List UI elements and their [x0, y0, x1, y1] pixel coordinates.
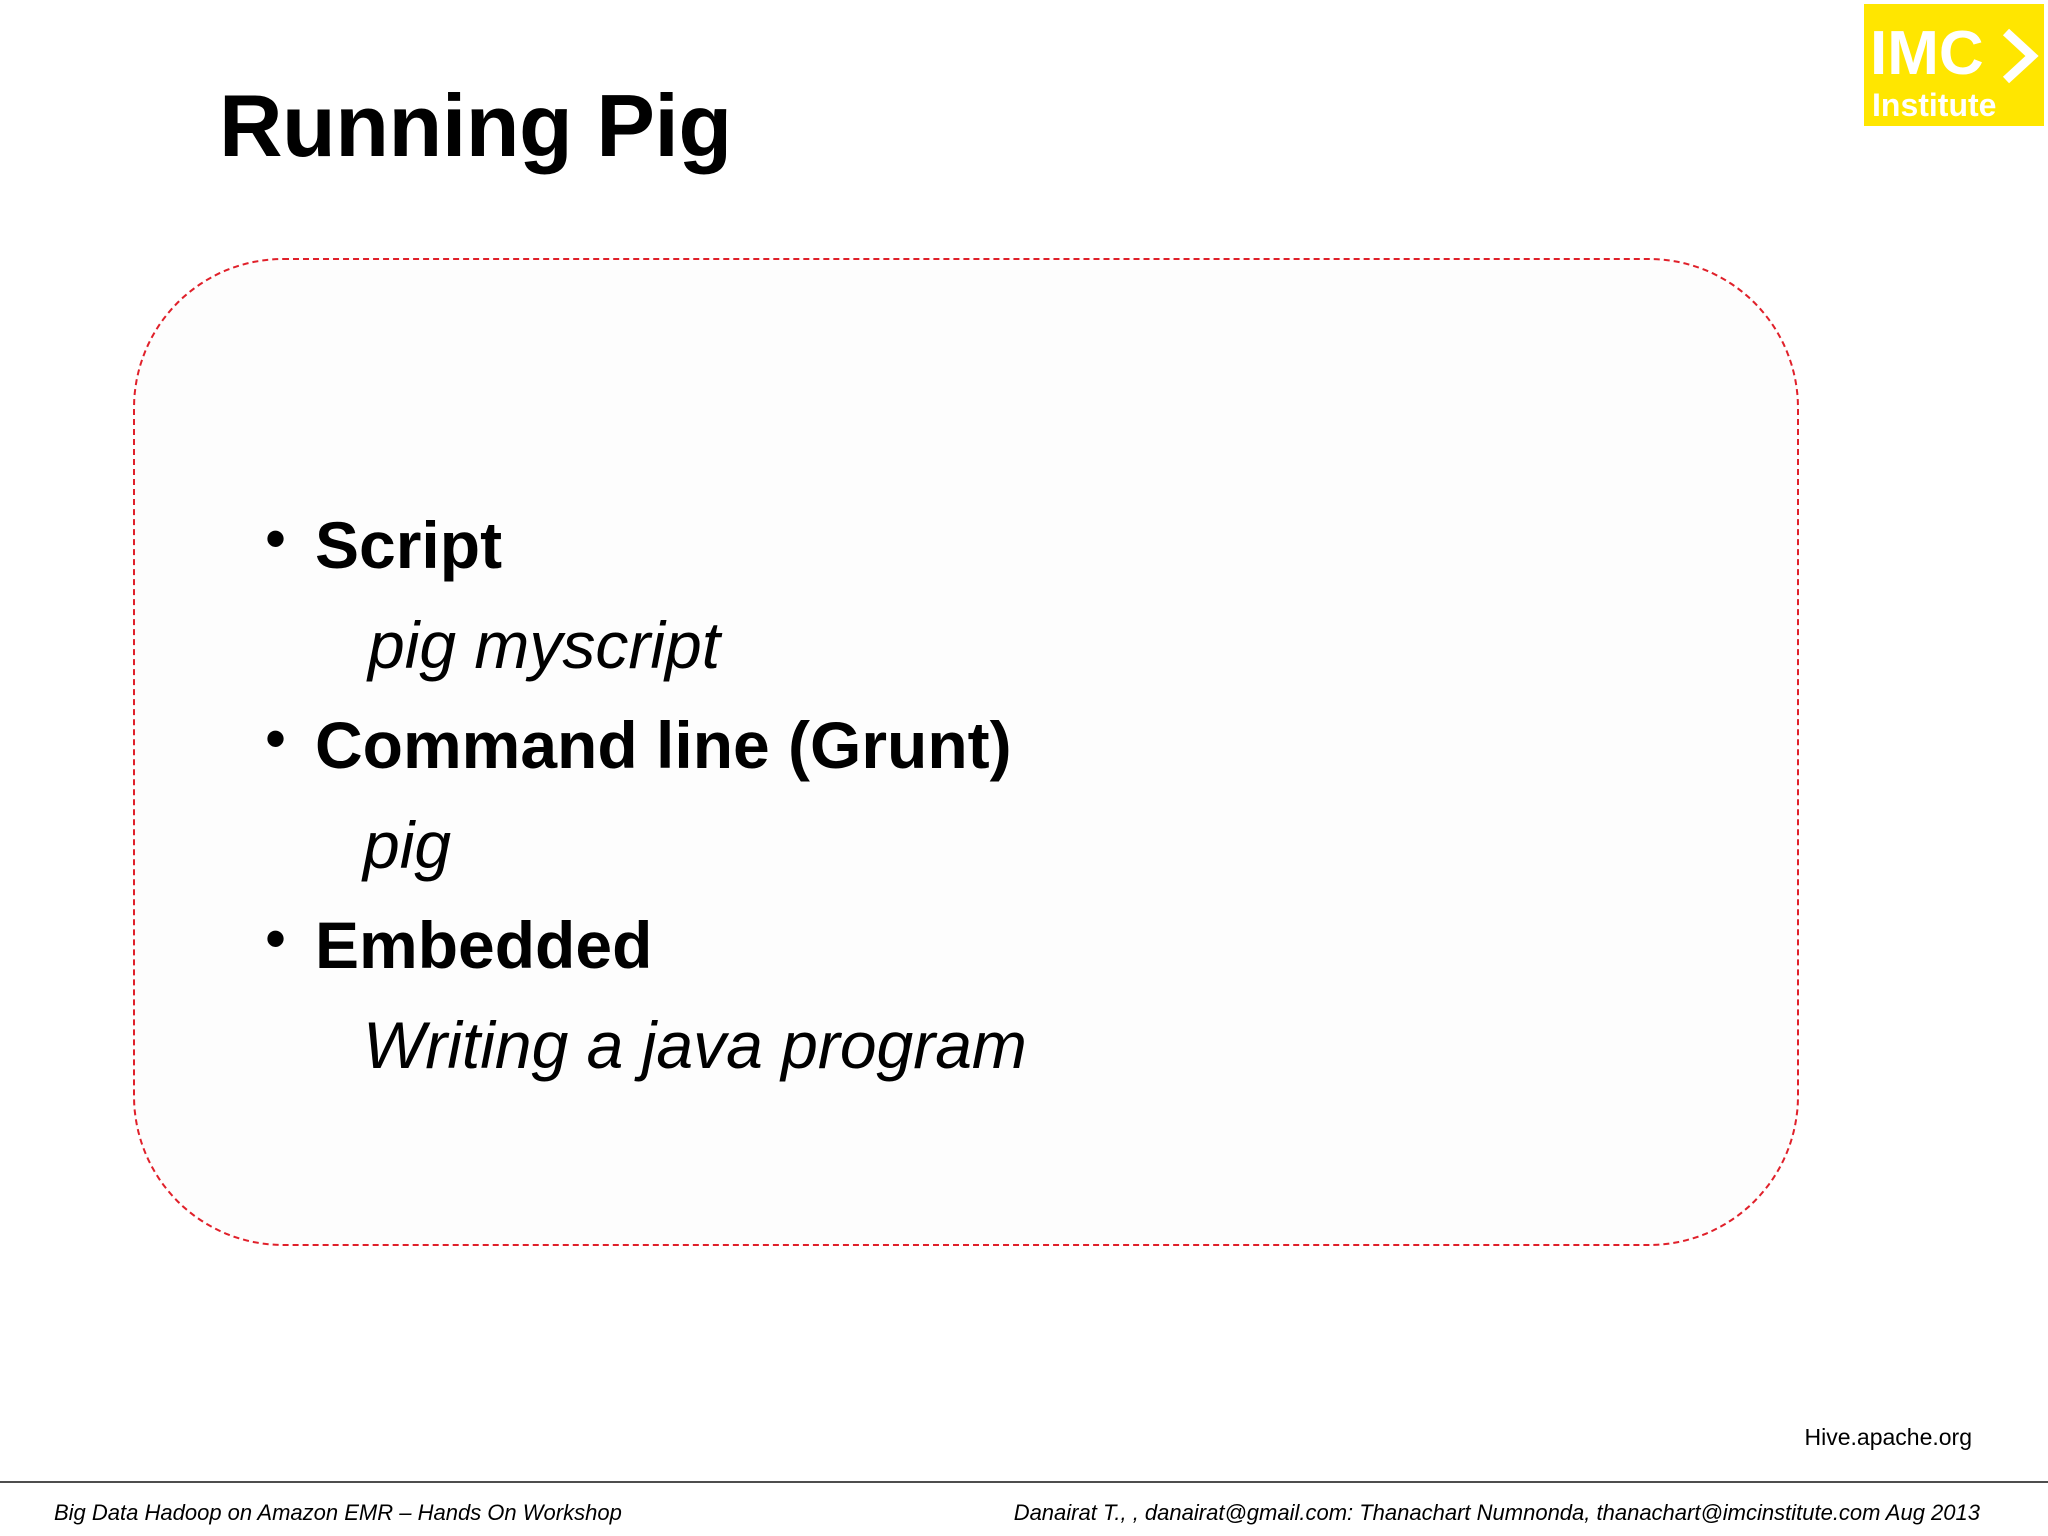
bullet-list: • Script pig myscript • Command line (Gr…	[265, 495, 1665, 1095]
sub-item: pig myscript	[368, 608, 721, 682]
bullet-item-command-line: • Command line (Grunt)	[265, 695, 1665, 795]
footer-divider	[0, 1481, 2048, 1483]
slide-title: Running Pig	[219, 76, 732, 175]
content-frame	[133, 258, 1799, 1246]
bullet-dot-icon: •	[265, 505, 287, 572]
bullet-dot-icon: •	[265, 905, 287, 972]
bullet-label: Script	[315, 508, 503, 582]
logo-chevron-icon	[2002, 28, 2039, 84]
sub-item: Writing a java program	[363, 1008, 1027, 1082]
bullet-label: Embedded	[315, 908, 653, 982]
bullet-label: Command line (Grunt)	[315, 708, 1012, 782]
footer-authors: Danairat T., , danairat@gmail.com: Thana…	[1013, 1500, 1980, 1525]
bullet-dot-icon: •	[265, 705, 287, 772]
footer-workshop-title: Big Data Hadoop on Amazon EMR – Hands On…	[54, 1500, 622, 1525]
logo-text-institute: Institute	[1872, 87, 1996, 123]
imc-institute-logo: IMC Institute	[1864, 4, 2044, 126]
bullet-item-script: • Script	[265, 495, 1665, 595]
bullet-item-embedded: • Embedded	[265, 895, 1665, 995]
source-attribution: Hive.apache.org	[1804, 1424, 1973, 1450]
sub-item: pig	[363, 808, 452, 882]
logo-background	[1864, 4, 2044, 126]
logo-text-imc: IMC	[1870, 19, 1984, 88]
